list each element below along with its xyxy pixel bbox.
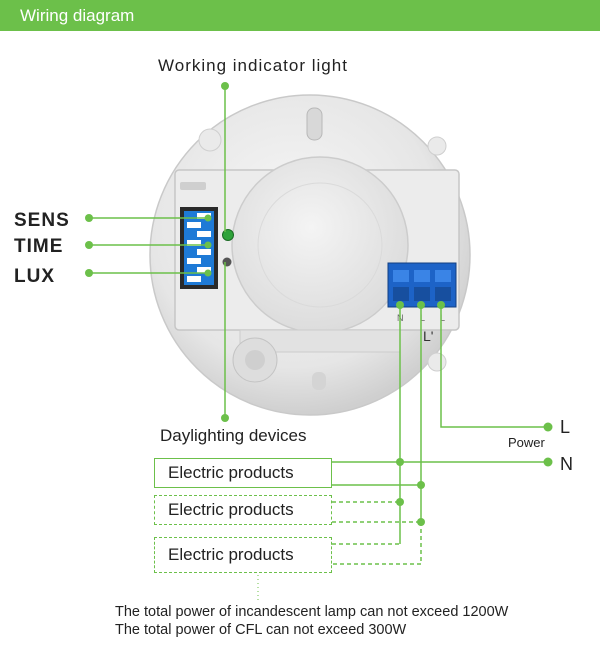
sens-label: SENS [14,210,70,231]
screw-hole [427,352,447,372]
dip-switch-5[interactable] [197,249,211,255]
terminal-label-l-small: L [420,313,425,323]
wiring-optional [332,501,422,565]
bottom-slot [312,372,326,390]
dip-switch-7[interactable] [197,267,211,273]
wiring-dots [396,301,553,526]
dip-switch-2[interactable] [187,222,201,228]
dip-switch-panel [180,207,218,289]
sens-switch-dot [204,214,212,222]
electric-product-2: Electric products [154,495,332,525]
sens-dot [85,214,93,222]
time-label: TIME [14,236,64,257]
wire-l [440,305,548,428]
daylight-leader-dot [221,414,229,422]
l-prime-terminal-dot [417,301,425,309]
mounting-slot [306,107,323,141]
sensor-dome-ring [257,182,383,308]
daylight-sensor-dot [222,257,232,267]
l-prime-junction-dot [417,481,425,489]
daylighting-label: Daylighting devices [160,426,307,445]
leader-lines [89,86,226,418]
lux-label: LUX [14,266,55,287]
electric-product-1: Electric products [154,458,332,488]
terminal-label-l: L [440,313,445,323]
terminal-slot-l-prime [414,287,430,301]
time-switch-dot [204,241,212,249]
lux-switch-dot [204,269,212,277]
dip-switch-4[interactable] [187,240,201,246]
l-terminal-dot [437,301,445,309]
terminal-screw-l-prime [414,270,430,282]
brand-logo [180,182,206,190]
terminal-screw-n [393,270,409,282]
screw-hole [198,128,222,152]
n-junction-dot-2 [396,498,404,506]
terminal-slot-n [393,287,409,301]
indicator-led [222,229,234,241]
note-cfl: The total power of CFL can not exceed 30… [115,622,407,638]
header-bar: Wiring diagram [0,0,600,31]
n-power-dot [543,457,553,467]
dip-switch-1[interactable] [197,213,211,219]
electric-product-3: Electric products [154,537,332,573]
time-dot [85,241,93,249]
terminal-screw-l [435,270,451,282]
dip-switch-3[interactable] [197,231,211,237]
l-prime-junction-dot-2 [417,518,425,526]
leader-dots [85,82,229,422]
n-terminal-dot [396,301,404,309]
note-incandescent: The total power of incandescent lamp can… [115,604,509,620]
terminal-l-label: L [560,417,571,437]
power-label: Power [508,435,545,450]
wire-product3-l-prime [332,522,422,565]
terminal-label-l-prime: L' [423,328,433,344]
n-junction-dot [396,458,404,466]
dip-switch-8[interactable] [187,276,201,282]
terminal-block: N L L L' [387,262,457,344]
working-indicator-label: Working indicator light [158,56,348,75]
daylight-sensor-center [245,350,265,370]
page-title: Wiring diagram [20,6,135,25]
terminal-n-label: N [560,454,573,474]
indicator-leader-dot [221,82,229,90]
screw-hole [427,136,447,156]
lux-dot [85,269,93,277]
terminal-slot-l [435,287,451,301]
sensor-device: N L L L' [149,94,471,416]
dip-switch-6[interactable] [187,258,201,264]
l-power-dot [543,422,553,432]
